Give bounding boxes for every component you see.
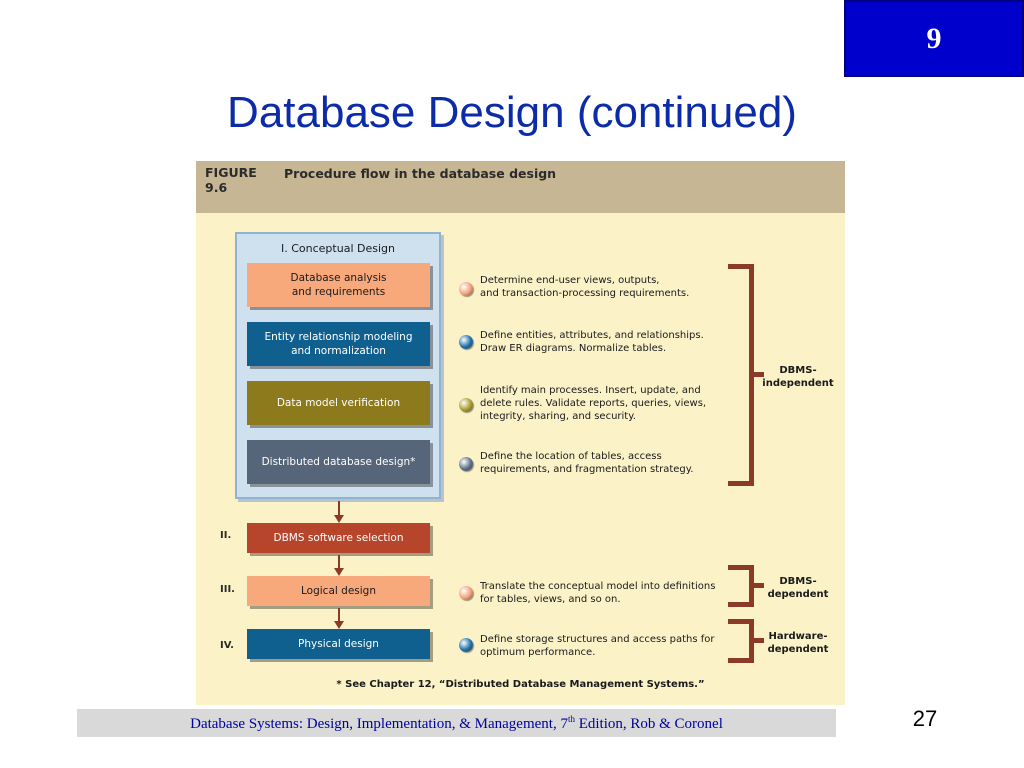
phase-label-iv: IV. <box>220 640 234 651</box>
bullet-dot-icon <box>459 282 473 296</box>
description-physical: Define storage structures and access pat… <box>480 634 715 658</box>
figure-procedure-flow: FIGURE 9.6 Procedure flow in the databas… <box>196 161 845 705</box>
description-verification: Identify main processes. Insert, update,… <box>480 385 707 422</box>
figure-label-word: FIGURE <box>205 165 257 180</box>
description-analysis: Determine end-user views, outputs, and t… <box>480 275 690 299</box>
arrow-connector <box>338 555 340 571</box>
step-er-modeling: Entity relationship modeling and normali… <box>247 322 430 366</box>
bracket-dbms-dependent <box>728 565 754 607</box>
arrow-head <box>334 568 344 576</box>
arrow-head <box>334 621 344 629</box>
step-data-model-verification: Data model verification <box>247 381 430 425</box>
bullet-dot-icon <box>459 586 473 600</box>
chapter-number: 9 <box>926 21 942 55</box>
phase-label-ii: II. <box>220 530 232 541</box>
bullet-dot-icon <box>459 457 473 471</box>
phase-label-iii: III. <box>220 584 235 595</box>
step-distributed-design: Distributed database design* <box>247 440 430 484</box>
page-number: 27 <box>912 706 938 731</box>
arrow-head <box>334 515 344 523</box>
footer-text-edition: Edition, Rob & Coronel <box>574 715 723 732</box>
step-logical-design: Logical design <box>247 576 430 606</box>
bracket-tick <box>754 372 764 377</box>
description-logical: Translate the conceptual model into defi… <box>480 581 716 605</box>
footer-bar: Database Systems: Design, Implementation… <box>77 709 836 737</box>
step-physical-design: Physical design <box>247 629 430 659</box>
bracket-tick <box>754 638 764 643</box>
footer-citation: Database Systems: Design, Implementation… <box>190 714 723 733</box>
bullet-dot-icon <box>459 335 473 349</box>
description-er-modeling: Define entities, attributes, and relatio… <box>480 330 704 354</box>
slide-title: Database Design (continued) <box>227 88 797 137</box>
bracket-dbms-independent <box>728 264 754 486</box>
figure-label: FIGURE 9.6 <box>205 165 257 195</box>
footer-superscript: th <box>567 713 575 724</box>
bullet-dot-icon <box>459 638 473 652</box>
arrow-connector <box>338 501 340 518</box>
figure-header: FIGURE 9.6 Procedure flow in the databas… <box>196 161 845 213</box>
scope-dbms-dependent: DBMS- dependent <box>767 576 829 600</box>
figure-label-number: 9.6 <box>205 180 228 195</box>
chapter-badge: 9 <box>844 0 1024 77</box>
conceptual-design-title: I. Conceptual Design <box>281 242 395 255</box>
scope-hardware-dependent: Hardware- dependent <box>767 631 829 655</box>
figure-footnote: * See Chapter 12, “Distributed Database … <box>336 679 705 690</box>
step-database-analysis: Database analysis and requirements <box>247 263 430 307</box>
arrow-connector <box>338 608 340 624</box>
bullet-dot-icon <box>459 398 473 412</box>
bracket-hardware-dependent <box>728 619 754 663</box>
footer-text-main: Database Systems: Design, Implementation… <box>190 715 568 732</box>
description-distributed: Define the location of tables, access re… <box>480 451 694 475</box>
figure-caption: Procedure flow in the database design <box>284 166 557 181</box>
step-dbms-selection: DBMS software selection <box>247 523 430 553</box>
bracket-tick <box>754 583 764 588</box>
scope-dbms-independent: DBMS- independent <box>762 365 834 389</box>
